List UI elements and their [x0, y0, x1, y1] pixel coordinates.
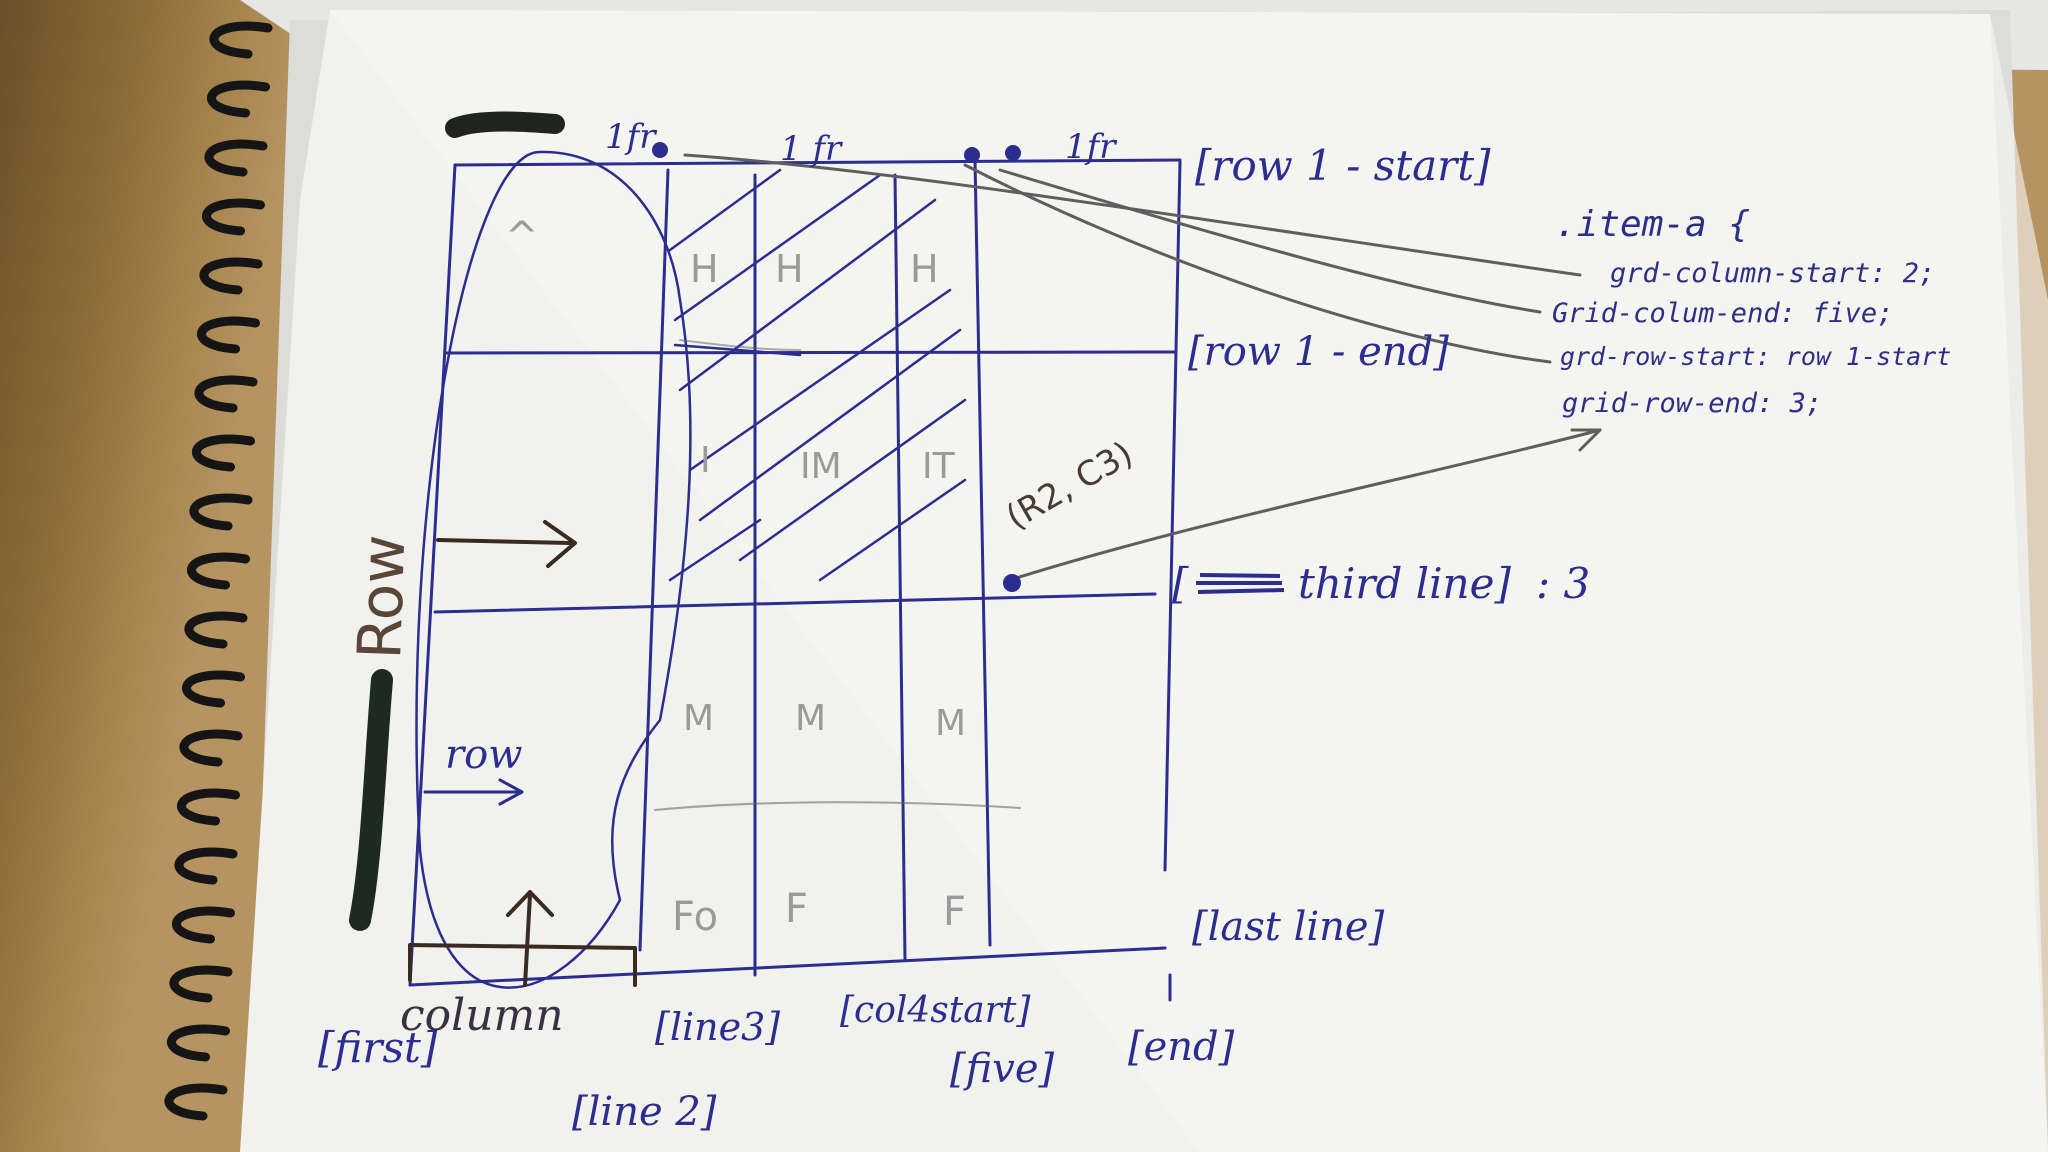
cell-letter: I: [700, 440, 711, 481]
row-line-label-third-value: : 3: [1536, 559, 1590, 608]
spiral-ring: [177, 788, 240, 826]
spiral-ring: [187, 552, 250, 590]
row-small-arrow-icon: [423, 778, 524, 806]
dot-marker: [964, 147, 980, 163]
column-line-label-end: [end]: [1128, 1024, 1235, 1070]
annotation-column: column: [400, 990, 564, 1041]
row-line-label-row1-end: [row 1 - end]: [1188, 329, 1449, 375]
cell-letter: H: [690, 247, 719, 291]
cell-letter: M: [683, 698, 714, 739]
cell-letter: H: [775, 247, 804, 291]
line-markers: [652, 142, 1021, 592]
annotation-row-small: row: [445, 732, 522, 778]
track-label-col1: 1fr: [605, 117, 657, 157]
cell-letter: H: [910, 247, 939, 291]
column-line-label-line2: [line 2]: [572, 1089, 717, 1135]
track-label-col3: 1fr: [1065, 127, 1117, 167]
row-line-label-row1-start: [row 1 - start]: [1195, 141, 1491, 190]
spiral-ring: [179, 729, 243, 767]
spiral-ring: [197, 316, 260, 354]
marker-scribble-left: [349, 669, 393, 931]
cell-letter: IT: [922, 446, 956, 487]
code-line-1: grd-column-start: 2;: [1610, 258, 1935, 289]
cell-letter: M: [935, 703, 966, 744]
scribbled-out-word: [1196, 573, 1285, 594]
spiral-ring: [184, 611, 248, 649]
paper-highlight: [330, 10, 2048, 1152]
pencil-guides: [654, 153, 1602, 811]
code-line-2: Grid-colum-end: five;: [1552, 298, 1893, 329]
marker-scribble-top: [445, 111, 565, 138]
spiral-ring: [189, 493, 253, 531]
dot-marker: [652, 142, 668, 158]
column-line-label-line3: [line3]: [655, 1005, 780, 1049]
row-line-label-third-line: third line]: [1298, 559, 1511, 608]
cell-letter: Fo: [672, 894, 718, 940]
grid-lines: [408, 150, 1182, 1002]
spiral-ring: [202, 198, 265, 236]
track-label-col2: 1 fr: [780, 129, 843, 169]
cell-letter-top-left: ^: [505, 214, 539, 260]
spiral-ring: [199, 257, 263, 295]
column-arrow-icon: [506, 890, 554, 987]
row-line-label-last-line: [last line]: [1192, 904, 1385, 950]
column-line-label-col4start: [col4start]: [840, 990, 1031, 1031]
dot-marker: [1005, 145, 1021, 161]
spiral-ring: [174, 847, 238, 885]
cell-letter: F: [785, 886, 808, 932]
spiral-ring: [192, 434, 255, 472]
spiral-ring: [194, 375, 258, 413]
cell-letter: M: [795, 698, 826, 739]
arrows: [423, 520, 577, 987]
cell-letter: IM: [800, 446, 842, 487]
code-line-3: grd-row-start: row 1-start: [1560, 342, 1951, 371]
spiral-ring: [204, 139, 268, 177]
row-line-label-open: [: [1172, 559, 1189, 608]
spiral-ring: [167, 1024, 230, 1062]
spiral-ring: [172, 906, 235, 944]
column-line-label-first: [first]: [318, 1023, 438, 1072]
spiral-ring: [169, 965, 233, 1003]
spiral-ring: [209, 21, 273, 59]
code-selector: .item-a {: [1555, 204, 1750, 245]
spiral-binding: [164, 21, 273, 1121]
dot-marker: [1003, 574, 1021, 592]
spiral-ring: [164, 1083, 228, 1121]
cell-letter: F: [943, 889, 966, 935]
annotation-row-vertical: Row: [345, 533, 419, 660]
code-line-4: grid-row-end: 3;: [1562, 388, 1822, 419]
hatched-area-item-a: [668, 168, 967, 582]
row-arrow-icon: [436, 520, 577, 568]
spiral-ring: [182, 670, 245, 708]
column-line-label-five: [five]: [950, 1046, 1055, 1092]
spiral-ring: [207, 80, 270, 118]
